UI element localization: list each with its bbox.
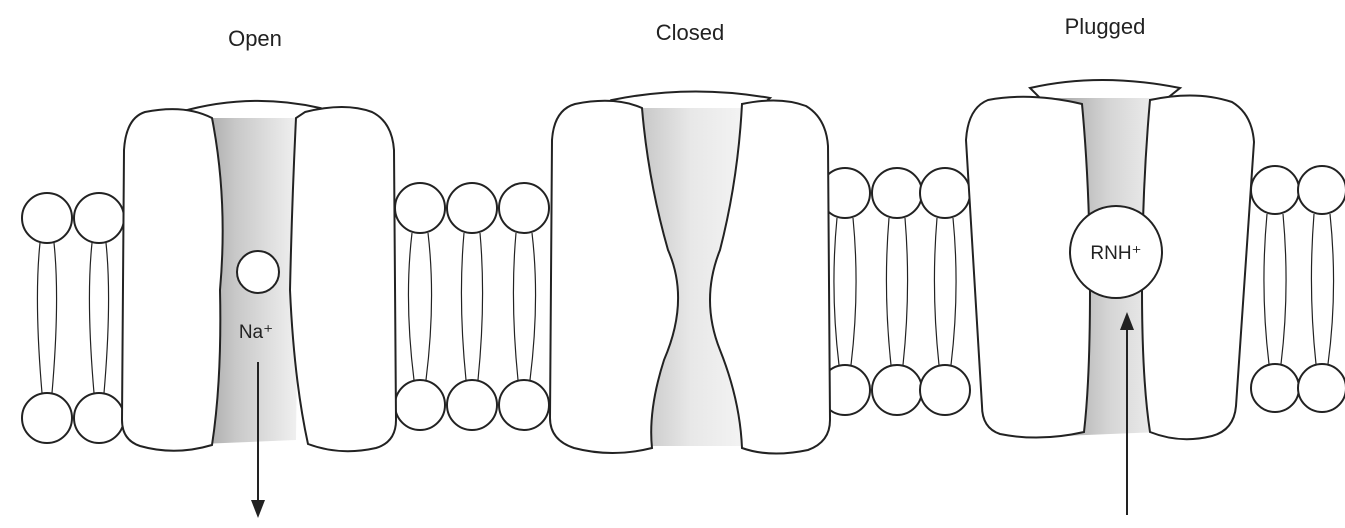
sodium-ion-circle bbox=[237, 251, 279, 293]
lipid-bilayer-middle-left bbox=[395, 183, 549, 430]
channel-open: Na⁺ bbox=[122, 101, 396, 518]
lipid-bilayer-left bbox=[22, 193, 124, 443]
lipid-bilayer-middle-right bbox=[820, 168, 970, 415]
channel-closed bbox=[550, 91, 830, 453]
channel-plugged: RNH⁺ bbox=[966, 80, 1254, 515]
blocker-molecule-label: RNH⁺ bbox=[1090, 243, 1141, 264]
label-open: Open bbox=[228, 26, 282, 51]
label-closed: Closed bbox=[656, 20, 724, 45]
sodium-ion-label: Na⁺ bbox=[239, 322, 273, 343]
label-plugged: Plugged bbox=[1065, 14, 1146, 39]
lipid-bilayer-right bbox=[1251, 166, 1345, 412]
channel-open-right-subunit bbox=[290, 107, 396, 451]
channel-plugged-left-subunit bbox=[966, 97, 1090, 438]
channel-open-left-subunit bbox=[122, 109, 223, 451]
